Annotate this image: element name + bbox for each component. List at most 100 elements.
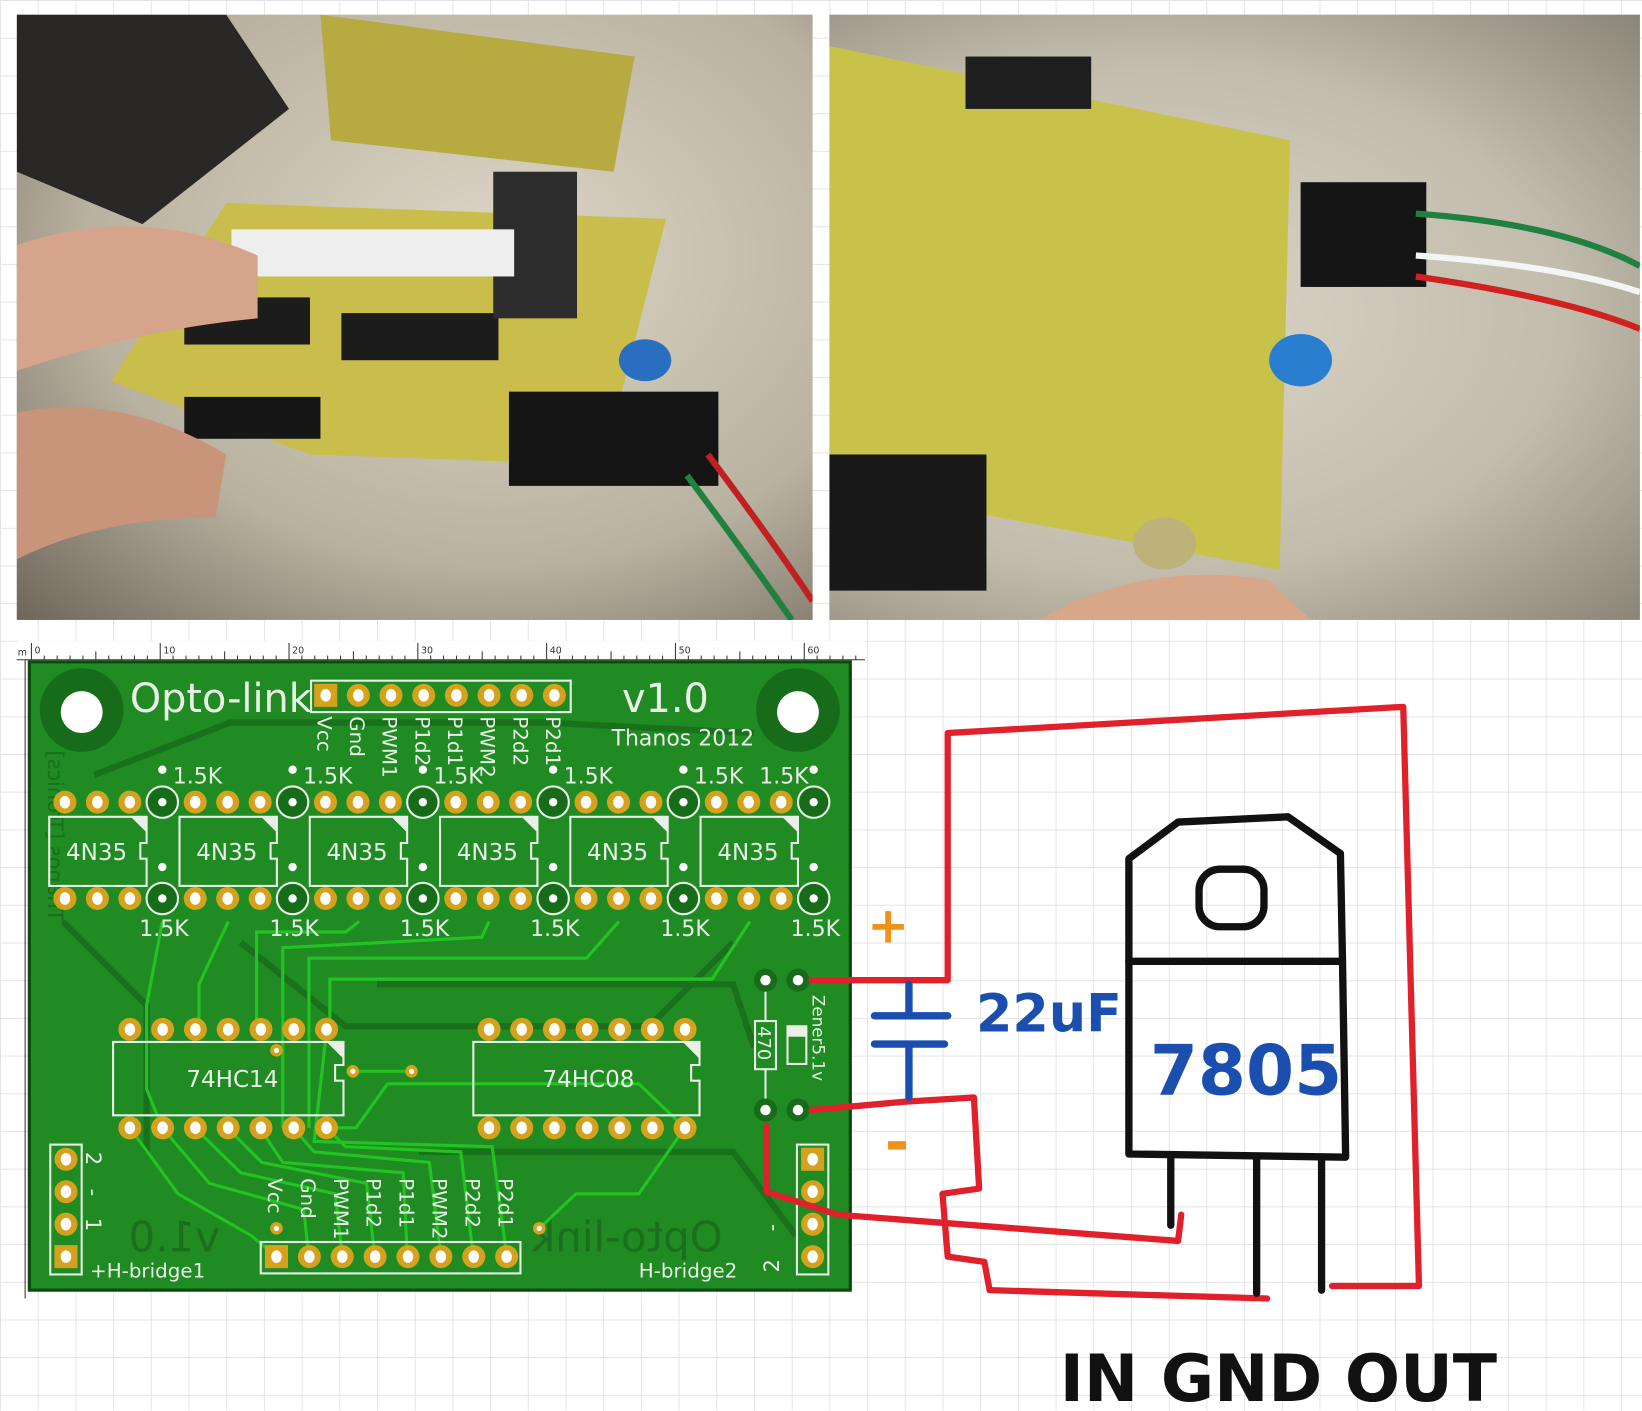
- svg-text:470: 470: [753, 1026, 774, 1060]
- hbridge1-label: +H-bridge1: [90, 1260, 205, 1283]
- top-resistor-label: 1.5K: [173, 764, 223, 789]
- optocoupler-label: 4N35: [587, 840, 648, 866]
- ic1-pin-hole: [124, 1023, 136, 1036]
- opto-pin-hole: [385, 795, 396, 809]
- opto-pin-hole: [352, 795, 364, 809]
- ic1-pin-hole: [157, 1121, 168, 1135]
- bottom-header-pin-hole: [369, 1250, 381, 1263]
- top-resistor-label: 1.5K: [433, 764, 483, 789]
- bottom-header-pin-label: PWM2: [427, 1178, 450, 1239]
- ic1-pin-hole: [255, 1023, 267, 1036]
- resistor-via: [418, 765, 428, 774]
- opto-pin-hole: [222, 892, 233, 905]
- opto-pin-hole: [450, 892, 461, 905]
- optocoupler-label: 4N35: [196, 840, 257, 866]
- bottom-header-pin-label: P1d1: [395, 1178, 418, 1228]
- capacitor-symbol: [870, 980, 952, 1102]
- opto-pin-hole: [59, 795, 71, 809]
- top-header-pin-hole: [418, 689, 429, 702]
- opto-pin-hole: [775, 892, 787, 905]
- hbridge2-pin-hole: [807, 1185, 818, 1198]
- hbridge1-pin-hole: [60, 1250, 72, 1263]
- top-header-pin-label: Vcc: [312, 716, 335, 751]
- ic2-pin-hole: [647, 1121, 658, 1135]
- opto-pin-hole: [189, 892, 201, 905]
- ruler-tick-label: 40: [550, 645, 562, 656]
- ic1-pin-hole: [222, 1121, 234, 1135]
- zener-diode: Zener5.1v: [786, 995, 829, 1081]
- hbridge2-label: H-bridge2: [639, 1260, 738, 1283]
- capacitor-value: 22uF: [976, 983, 1122, 1044]
- ic2-pin-hole: [549, 1121, 560, 1135]
- opto-pin-hole: [645, 795, 657, 809]
- ic2-pin-hole: [581, 1121, 593, 1135]
- pins-label: IN GND OUT: [1060, 1342, 1497, 1410]
- opto-pin-hole: [254, 892, 266, 905]
- mirror-text: Opto-link: [530, 1212, 722, 1261]
- bottom-resistor-label: 1.5K: [139, 917, 189, 942]
- resistor-via: [418, 862, 428, 872]
- top-header-pin-label: P1d2: [410, 716, 433, 766]
- hbridge2-pin-minus: -: [760, 1224, 784, 1232]
- opto-pin-hole: [743, 892, 754, 905]
- top-header-pin-label: Gnd: [345, 716, 368, 757]
- hbridge1-pin-1: 1: [81, 1218, 105, 1231]
- hbridge2-pin-hole: [807, 1152, 818, 1166]
- hbridge2-pin-2: 2: [760, 1259, 784, 1272]
- ruler-tick-label: 30: [421, 645, 433, 656]
- bottom-resistor-label: 1.5K: [791, 917, 841, 942]
- bottom-header-pin-hole: [468, 1250, 479, 1263]
- bottom-header-pin-hole: [402, 1250, 414, 1263]
- ic2-pin-hole: [679, 1023, 691, 1036]
- bottom-header-pin-label: Vcc: [263, 1178, 286, 1213]
- opto-pin-hole: [59, 892, 71, 905]
- top-header-pin-label: PWM2: [476, 716, 499, 777]
- photo-board-front-drawing: [16, 14, 813, 620]
- ic1-label: 74HC14: [186, 1067, 278, 1093]
- photo-board-back: [829, 14, 1640, 620]
- hbridge1-pin-hole: [60, 1217, 72, 1231]
- opto-pin-hole: [189, 795, 201, 809]
- opto-pin-hole: [482, 795, 494, 809]
- top-header-pin-label: P2d2: [508, 716, 531, 766]
- ruler-tick-label: 60: [807, 645, 819, 656]
- opto-pin-hole: [711, 795, 722, 809]
- ic2-pin-hole: [549, 1023, 560, 1036]
- regulator-7805-drawing: [1125, 813, 1350, 1297]
- ruler-tick-label: 50: [679, 645, 691, 656]
- bottom-header-pin-label: PWM1: [329, 1178, 352, 1239]
- pcb-version: v1.0: [622, 676, 709, 722]
- ic1-pin-hole: [288, 1023, 299, 1036]
- opto-pin-hole: [580, 795, 592, 809]
- bottom-resistor-label: 1.5K: [270, 917, 320, 942]
- mirror-text: v1.0: [129, 1212, 220, 1261]
- bottom-header-pin-hole: [435, 1250, 447, 1263]
- optocoupler-label: 4N35: [457, 840, 518, 866]
- pcb-title: Opto-link: [130, 676, 312, 722]
- hbridge2-pin-hole: [807, 1217, 818, 1231]
- top-header-pin-label: P1d1: [443, 716, 466, 766]
- bottom-resistor-label: 1.5K: [530, 917, 580, 942]
- ic1-pin-hole: [124, 1121, 136, 1135]
- opto-pin-hole: [450, 795, 461, 809]
- ic1-pin-hole: [288, 1121, 299, 1135]
- ic1-pin-hole: [222, 1023, 234, 1036]
- opto-pin-hole: [515, 892, 526, 905]
- opto-pin-hole: [613, 892, 624, 905]
- minus-label: -: [885, 1108, 909, 1176]
- hbridge1-pin-minus: -: [81, 1189, 105, 1197]
- ic2-pin-hole: [483, 1121, 495, 1135]
- resistor-via: [158, 862, 167, 872]
- ic1-pin-hole: [321, 1023, 332, 1036]
- regulator-label: 7805: [1150, 1031, 1342, 1111]
- ruler-tick-label: 10: [163, 645, 175, 656]
- ic2-pin-hole: [614, 1121, 625, 1135]
- ic2-pin-hole: [516, 1023, 527, 1036]
- opto-pin-hole: [92, 892, 103, 905]
- opto-pin-hole: [320, 795, 331, 809]
- resistor-via: [548, 862, 558, 872]
- hbridge1-pin-hole: [60, 1152, 72, 1166]
